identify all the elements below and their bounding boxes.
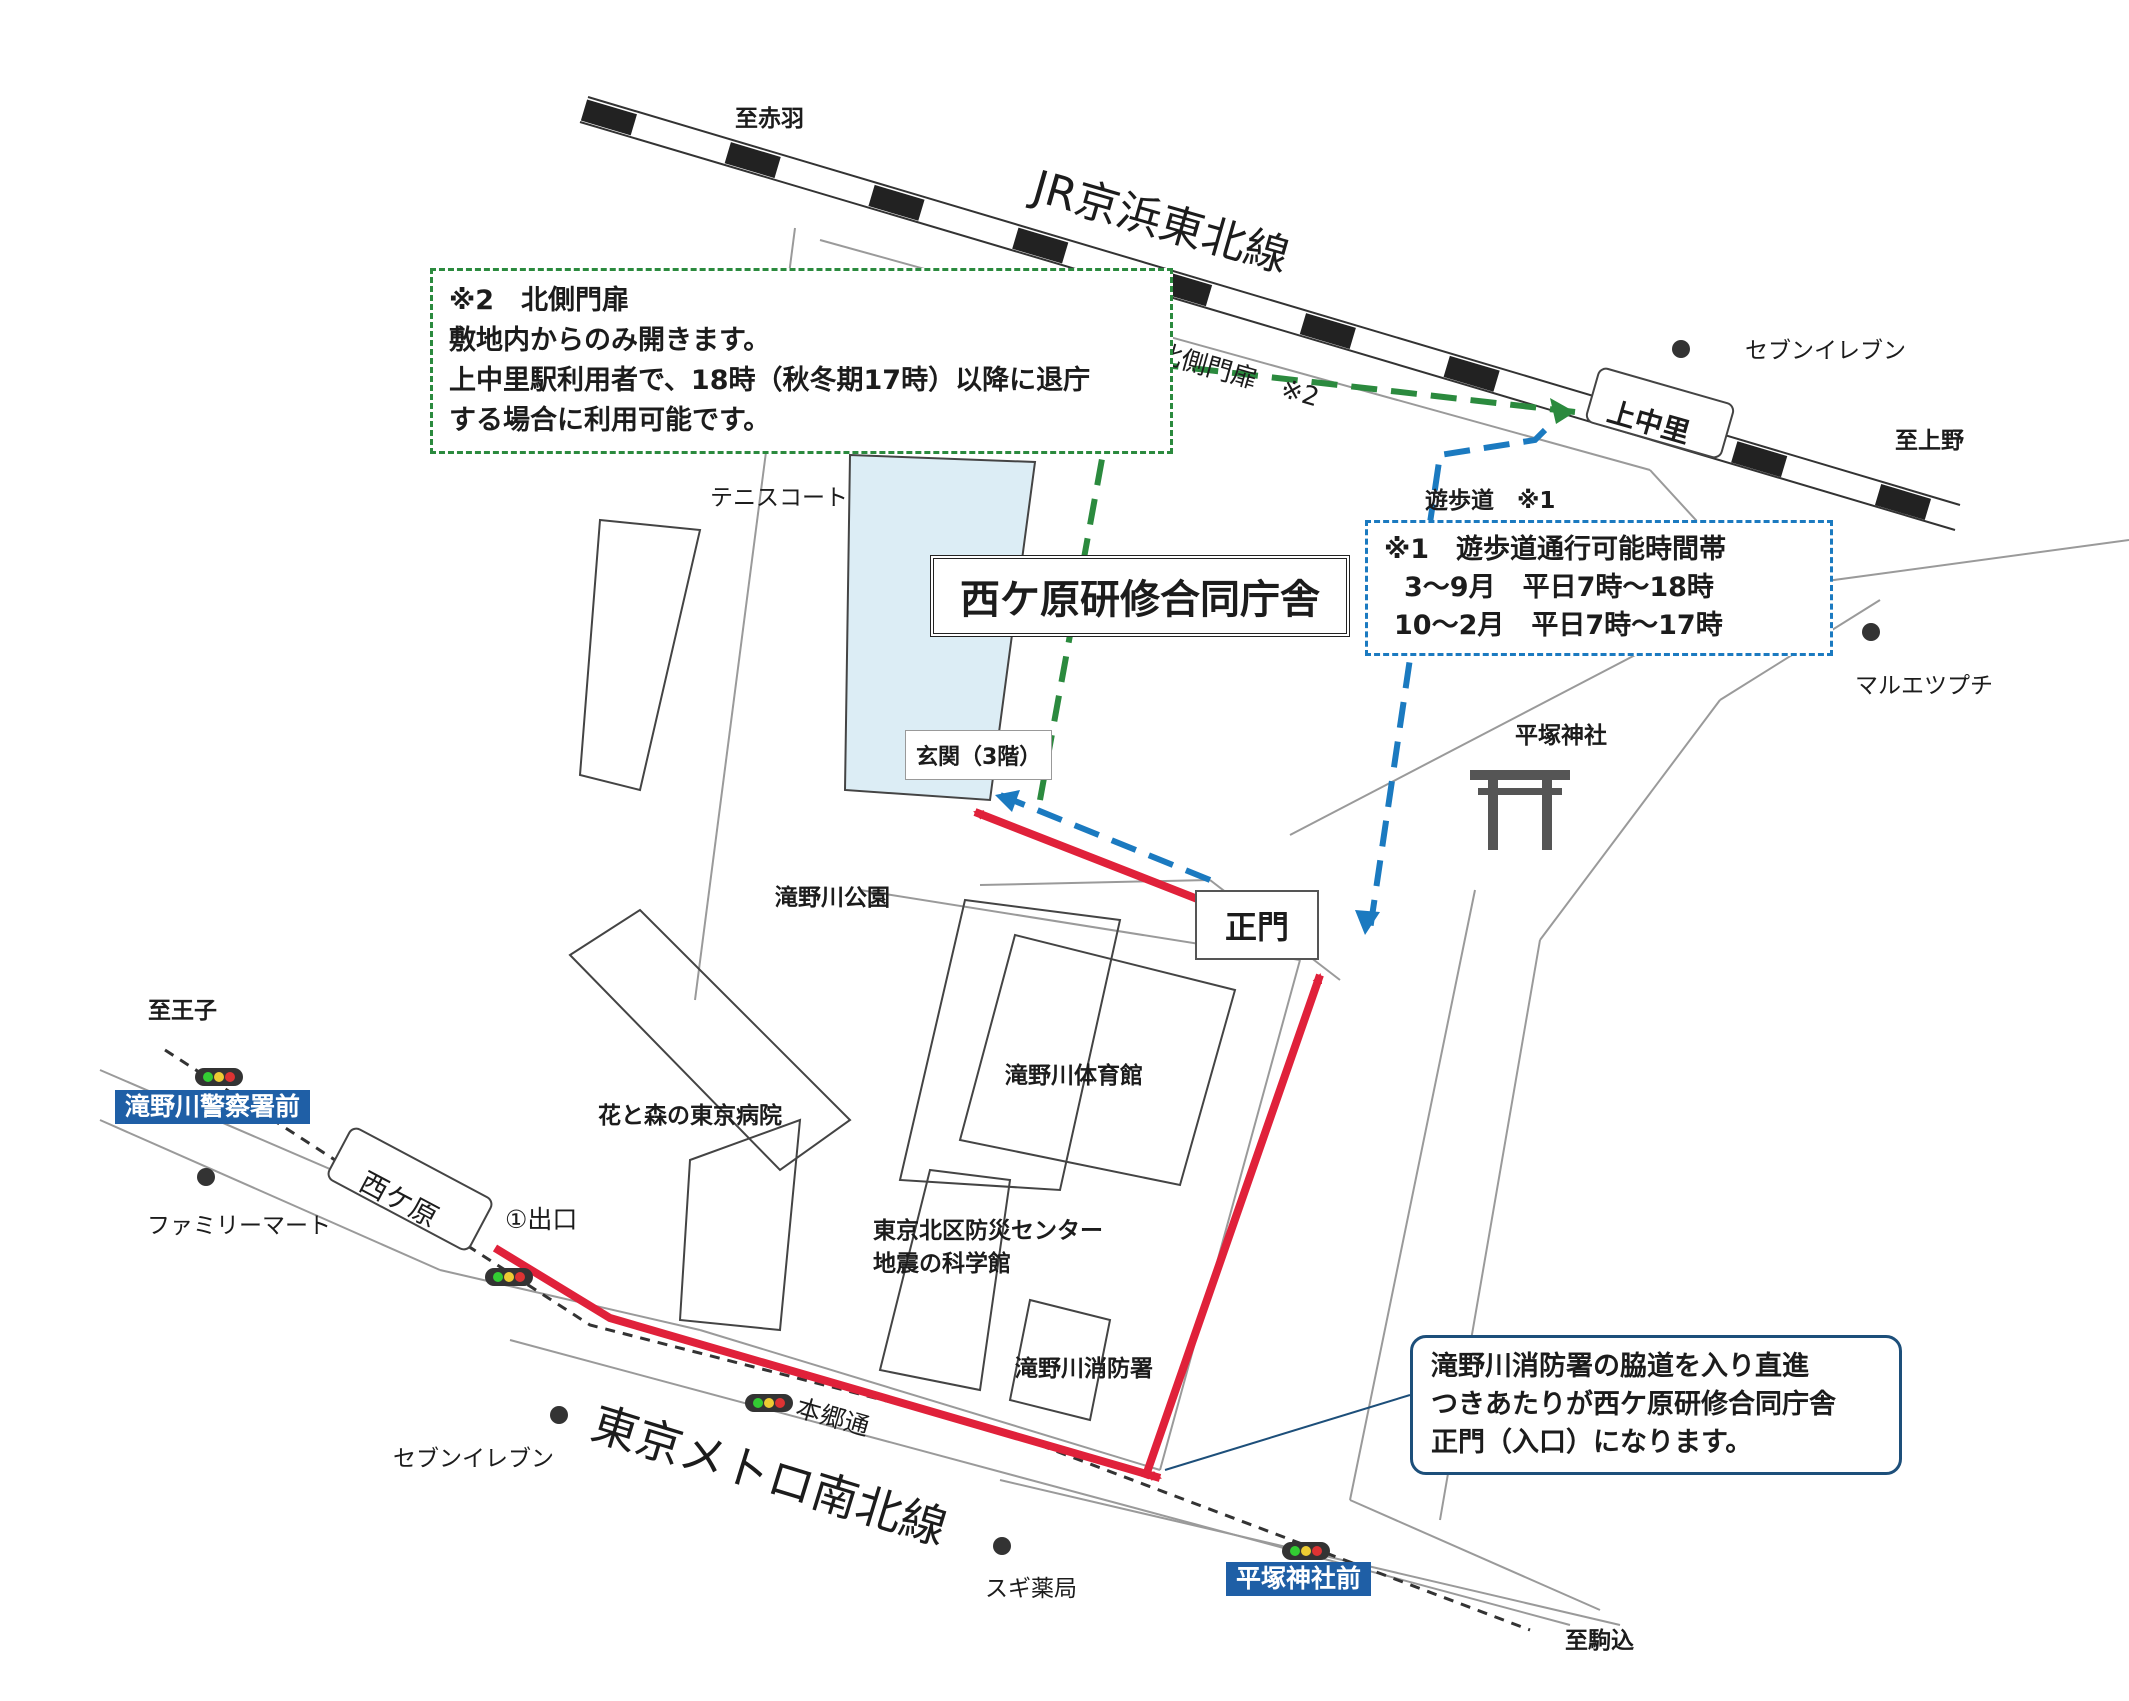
- blue-arrowhead-gate: [1355, 910, 1380, 935]
- poi-dot: [1862, 623, 1880, 641]
- hospital-label: 花と森の東京病院: [598, 1103, 782, 1129]
- road-east-vertical: [1349, 889, 1476, 1501]
- direction-komagome: 至駒込: [1565, 1628, 1634, 1654]
- tennis-court-label: テニスコート: [710, 485, 848, 511]
- torii-icon: [1470, 770, 1570, 850]
- seven-eleven-north: セブンイレブン: [1745, 338, 1906, 364]
- north-gate-note-line2: 敷地内からのみ開きます。: [449, 325, 771, 356]
- earthquake-museum-label: 地震の科学館: [873, 1251, 1011, 1277]
- takinogawa-gym: 滝野川体育館: [1005, 1063, 1143, 1089]
- walkway-note-line3: 10～2月 平日7時～17時: [1394, 610, 1723, 641]
- takinogawa-park: 滝野川公園: [775, 885, 890, 911]
- familymart-label: ファミリーマート: [147, 1213, 331, 1239]
- blue-arrowhead-entrance: [995, 790, 1020, 812]
- walkway-note-line1: ※1 遊歩道通行可能時間帯: [1384, 534, 1727, 565]
- metro-station-box: [327, 1127, 493, 1251]
- entrance-label: 玄関（3階）: [905, 730, 1053, 780]
- poi-dot: [550, 1406, 568, 1424]
- route-red: [492, 808, 1324, 1482]
- hospital-block: [898, 898, 1122, 1192]
- building-northwest: [568, 908, 852, 1172]
- jr-railway: [579, 96, 1961, 531]
- tennis-court: [578, 518, 702, 792]
- callout-line2: つきあたりが西ケ原研修合同庁舎: [1431, 1389, 1836, 1420]
- road-east-diag: [1539, 699, 1721, 941]
- sugi-pharmacy: スギ薬局: [985, 1576, 1077, 1602]
- north-gate-note-line1: ※2 北側門扉: [449, 285, 630, 316]
- traffic-signal-icon: [195, 1068, 243, 1086]
- callout-line1: 滝野川消防署の脇道を入り直進: [1431, 1351, 1809, 1382]
- traffic-signal-icon: [1282, 1542, 1330, 1560]
- jr-station-box: [1585, 367, 1735, 459]
- callout-pointer: [1164, 1394, 1411, 1471]
- traffic-signal-icon: [485, 1268, 533, 1286]
- poi-dot: [1672, 340, 1690, 358]
- seven-eleven-south: セブンイレブン: [393, 1446, 554, 1472]
- bousai-building: [878, 1168, 1012, 1392]
- route-callout: 滝野川消防署の脇道を入り直進 つきあたりが西ケ原研修合同庁舎 正門（入口）になり…: [1410, 1335, 1902, 1475]
- exit-1-label: ①出口: [505, 1205, 578, 1234]
- walkway-note-line2: 3～9月 平日7時～18時: [1404, 572, 1714, 603]
- direction-akabane: 至赤羽: [735, 106, 804, 132]
- bus-stop-police: 滝野川警察署前: [115, 1090, 311, 1124]
- walkway-label: 遊歩道 ※1: [1425, 488, 1556, 514]
- main-gate: 正門: [1195, 890, 1320, 960]
- poi-dot: [197, 1168, 215, 1186]
- green-arrowhead: [1550, 398, 1575, 424]
- callout-line3: 正門（入口）になります。: [1431, 1427, 1753, 1458]
- north-gate-note-line4: する場合に利用可能です。: [449, 405, 771, 436]
- walkway-note: ※1 遊歩道通行可能時間帯 3～9月 平日7時～18時 10～2月 平日7時～1…: [1365, 520, 1833, 656]
- poi-dot: [993, 1537, 1011, 1555]
- bus-stop-shrine: 平塚神社前: [1226, 1562, 1372, 1596]
- facility-title: 西ケ原研修合同庁舎: [930, 555, 1350, 637]
- traffic-signal-icon: [745, 1394, 793, 1412]
- bousai-center-label: 東京北区防災センター: [873, 1218, 1103, 1244]
- direction-ueno: 至上野: [1895, 428, 1964, 454]
- fire-station-building: [1008, 1298, 1112, 1422]
- north-gate-note: ※2 北側門扉 敷地内からのみ開きます。 上中里駅利用者で、18時（秋冬期17時…: [430, 268, 1173, 454]
- road-hongo-south-edge: [509, 1339, 1571, 1626]
- route-blue: [998, 427, 1548, 931]
- gym-block: [958, 933, 1237, 1187]
- hiratsuka-shrine: 平塚神社: [1515, 723, 1607, 749]
- hospital-wing: [678, 1118, 802, 1332]
- north-gate-note-line3: 上中里駅利用者で、18時（秋冬期17時）以降に退庁: [449, 365, 1091, 396]
- fire-station-label: 滝野川消防署: [1015, 1356, 1153, 1382]
- direction-oji: 至王子: [148, 998, 217, 1024]
- maruetsu-petit: マルエツプチ: [1855, 673, 1993, 699]
